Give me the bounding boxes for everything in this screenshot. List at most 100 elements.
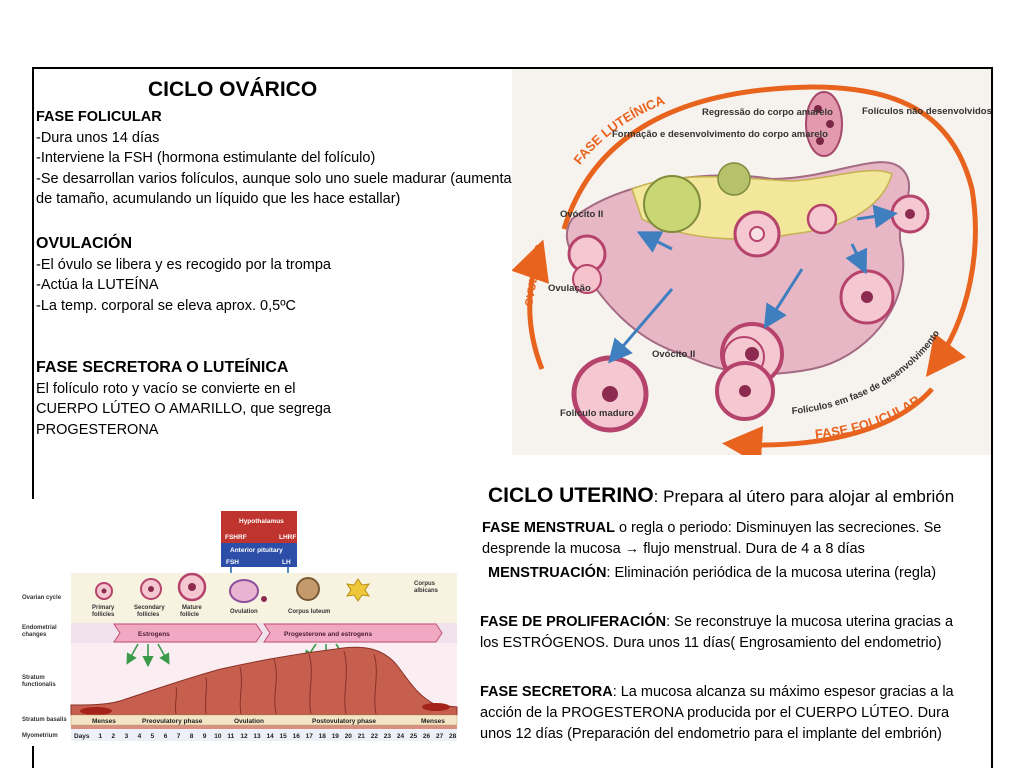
days-label: Days — [74, 733, 90, 740]
label-nao-desenvolvidos: Folículos não desenvolvidos — [862, 106, 991, 117]
proliferation-bold: FASE DE PROLIFERACIÓN — [480, 614, 667, 630]
follicle-dot — [814, 105, 822, 113]
row-label-endometrial-1: Endometrial — [22, 625, 57, 631]
hypothalamus-box — [221, 511, 297, 529]
day-tick-label: 25 — [410, 733, 418, 740]
follicular-line: -Dura unos 14 días — [36, 129, 160, 146]
secretory-line1: : La mucosa alcanza su máximo espesor gr… — [612, 684, 954, 700]
development-arrow — [856, 204, 898, 229]
follicular-line: de tamaño, acumulando un líquido que les… — [36, 191, 401, 207]
day-tick-label: 17 — [306, 733, 314, 740]
primary-label-1: Primary — [92, 605, 115, 611]
regressing-corpus-shape — [717, 162, 751, 196]
proliferation-phase-paragraph: FASE DE PROLIFERACIÓN: Se reconstruye la… — [480, 612, 953, 654]
gonadotropins-box — [221, 555, 297, 567]
uterine-cycle-title: CICLO UTERINO: Prepara al útero para alo… — [488, 484, 954, 508]
day-tick-label: 1 — [99, 733, 103, 740]
day-tick-label: 11 — [227, 733, 234, 740]
row-label-myometrium: Myometrium — [22, 733, 58, 739]
phase-preovulatory: Preovulatory phase — [142, 718, 203, 725]
day-tick-label: 5 — [151, 733, 155, 740]
menstrual-line1: o regla o periodo: Disminuyen las secrec… — [614, 520, 942, 536]
luteal-line: CUERPO LÚTEO O AMARILLO, que segrega — [36, 401, 331, 417]
day-tick-label: 16 — [293, 733, 301, 740]
day-tick-label: 26 — [423, 733, 431, 740]
follicular-line: -Se desarrollan varios folículos, aunque… — [36, 170, 520, 187]
row-label-stratum-1: Stratum — [22, 675, 45, 681]
follicular-phase-block: FASE FOLICULAR -Dura unos 14 días -Inter… — [36, 107, 556, 210]
development-arrow — [636, 231, 673, 253]
follicular-heading: FASE FOLICULAR — [36, 109, 162, 125]
estrogens-label: Estrogens — [138, 631, 170, 638]
undeveloped-follicles-cluster — [805, 91, 843, 157]
released-oocyte-shape — [572, 264, 602, 294]
corpus-albicans-icon — [345, 578, 371, 602]
phase-menses-1: Menses — [92, 718, 116, 725]
ovulation-line: -Actúa la LUTEÍNA — [36, 277, 159, 293]
oocyte-shape — [745, 347, 759, 361]
day-tick-label: 6 — [164, 733, 168, 740]
oocyte-shape — [739, 385, 751, 397]
row-label-stratum-2: functionalis — [22, 682, 56, 688]
day-tick-label: 12 — [240, 733, 248, 740]
row-label-endometrial-2: changes — [22, 632, 47, 638]
ovulation-icon — [229, 579, 259, 603]
hormonal-cycle-diagram: Hypothalamus FSHRF LHRF Anterior pituita… — [16, 499, 462, 746]
menstruation-bold: MENSTRUACIÓN — [488, 565, 607, 581]
anterior-pituitary-box — [221, 543, 297, 555]
day-tick-label: 19 — [332, 733, 340, 740]
menses-blood-shape — [422, 703, 450, 711]
corpus-albicans-label-1: Corpus — [414, 581, 436, 587]
development-arrow — [763, 268, 804, 330]
label-ovulacao: Ovulação — [548, 283, 591, 294]
oocyte-dot — [148, 586, 154, 592]
proliferation-line1: : Se reconstruye la mucosa uterina graci… — [666, 614, 954, 630]
primary-label-2: follicles — [92, 612, 115, 618]
ovulation-line: -El óvulo se libera y es recogido por la… — [36, 256, 331, 273]
endometrium-shape — [70, 646, 458, 716]
days-axis — [71, 729, 457, 741]
menses-blood-shape — [80, 707, 112, 715]
secretory-line3: unos 12 días (Preparación del endometrio… — [480, 726, 942, 742]
follicle-shape — [806, 203, 838, 235]
ovulation-stage-label: Ovulation — [230, 609, 258, 615]
day-tick-label: 9 — [203, 733, 207, 740]
development-arrow — [845, 243, 868, 275]
oocyte-dot — [101, 588, 107, 594]
phase-menses-2: Menses — [421, 718, 445, 725]
menstrual-bold: FASE MENSTRUAL — [482, 520, 615, 536]
luteal-line: PROGESTERONA — [36, 421, 159, 438]
oocyte-shape — [905, 209, 915, 219]
released-oocyte-dot — [261, 596, 267, 602]
label-regressao: Regressão do corpo amarelo — [702, 107, 833, 118]
releasing-hormones-box — [221, 529, 297, 543]
day-tick-label: 27 — [436, 733, 444, 740]
label-ovocito-top: Ovócito II — [560, 209, 603, 220]
label-ovocito-bottom: Ovócito II — [652, 349, 695, 360]
phase-bar — [70, 714, 458, 726]
day-tick-label: 4 — [138, 733, 142, 740]
label-foliculo-maduro: Folículo maduro — [560, 408, 634, 419]
day-tick-label: 28 — [449, 733, 457, 740]
menstruation-paragraph: MENSTRUACIÓN: Eliminación periódica de l… — [488, 563, 936, 584]
secretory-bold: FASE SECRETORA — [480, 684, 613, 700]
day-tick-label: 23 — [384, 733, 392, 740]
menstrual-phase-paragraph: FASE MENSTRUAL o regla o periodo: Dismin… — [482, 518, 941, 560]
follicular-cycle-arc — [722, 387, 934, 455]
menstrual-line2: desprende la mucosa → flujo menstrual. D… — [482, 541, 865, 557]
ovulation-block: OVULACIÓN -El óvulo se libera y es recog… — [36, 234, 331, 316]
corpus-luteum-shape — [643, 175, 701, 233]
oocyte-shape — [602, 386, 618, 402]
fsh-label: FSH — [226, 559, 239, 566]
oocyte-shape — [749, 226, 765, 242]
estrogens-bar — [113, 623, 263, 643]
day-tick-label: 18 — [319, 733, 327, 740]
menstruation-text: : Eliminación periódica de la mucosa ute… — [606, 565, 937, 581]
follicle-dot — [816, 137, 824, 145]
ovulation-heading: OVULACIÓN — [36, 235, 132, 252]
prog-estro-label: Progesterone and estrogens — [284, 631, 373, 638]
day-tick-label: 3 — [125, 733, 129, 740]
row-label-stratum-basalis: Stratum basalis — [22, 717, 67, 723]
day-tick-label: 24 — [397, 733, 405, 740]
day-tick-label: 22 — [371, 733, 379, 740]
